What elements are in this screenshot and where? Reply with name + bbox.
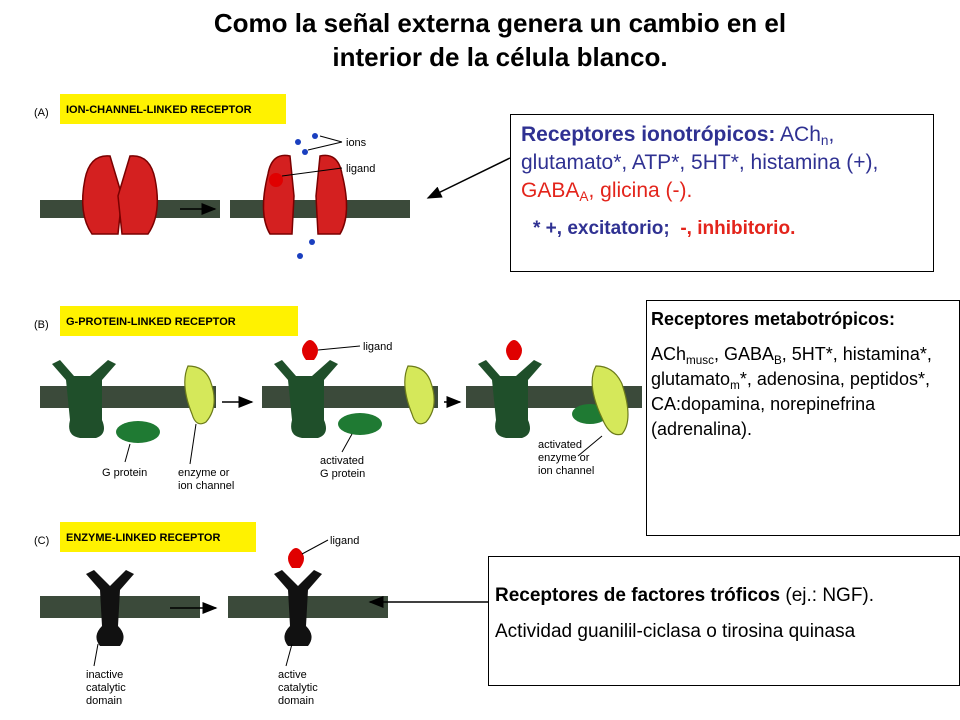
enzyme-pointer (189, 423, 197, 465)
ionotropic-ach: ACh (775, 123, 821, 146)
activated-e-label-1: activated (538, 439, 582, 451)
g-receptor-1 (52, 360, 116, 438)
ionotropic-glicina: , glicina (-). (588, 179, 693, 202)
ion-dot (312, 133, 318, 139)
ligand-label-a: ligand (346, 163, 375, 175)
slide-title-line-1: Como la señal externa genera un cambio e… (213, 8, 787, 38)
activated-e-label-2: enzyme or (538, 452, 590, 464)
active-label-1: active (278, 669, 307, 681)
note-excitatory: * +, excitatorio; (533, 218, 670, 239)
receptor-diagram: (A) ION-CHANNEL-LINKED RECEPTOR ions lig… (34, 94, 642, 707)
ion-channel-closed-left (81, 155, 123, 235)
ionotropic-text: Receptores ionotrópicos: AChn, glutamato… (521, 121, 923, 205)
enzyme-receptor-inactive (86, 570, 134, 646)
inactive-pointer (93, 643, 99, 667)
meta-glut-sub: m (730, 379, 740, 392)
panel-c-letter: (C) (34, 535, 49, 547)
enzyme-label-1: enzyme or (178, 467, 230, 479)
ligand-pointer-a (281, 167, 343, 177)
activated-e-label-3: ion channel (538, 465, 594, 477)
meta-list-2: *, adenosina, peptidos*, CA:dopamina, no… (651, 369, 930, 439)
ions-label: ions (346, 137, 367, 149)
ionotropic-gaba: GABA (521, 179, 580, 202)
enzyme-3 (591, 365, 629, 436)
ion-channel-closed-right (117, 155, 159, 235)
metabotropic-list: AChmusc, GABAB, 5HT*, histamina*, glutam… (651, 342, 955, 442)
ligand-label-c: ligand (330, 535, 359, 547)
slide-title: Como la señal externa genera un cambio e… (0, 6, 960, 74)
activated-g-pointer (341, 433, 353, 453)
inactive-label-1: inactive (86, 669, 123, 681)
note-inhibitory: -, inhibitorio. (680, 218, 796, 239)
pointer-arrow-iono (426, 157, 511, 199)
enzyme-1 (184, 365, 215, 425)
g-protein-1 (116, 421, 160, 443)
panel-a-ion-channel: (A) ION-CHANNEL-LINKED RECEPTOR ions lig… (34, 94, 410, 259)
panel-c-label: ENZYME-LINKED RECEPTOR (66, 532, 220, 544)
ionotropic-heading: Receptores ionotrópicos: (521, 123, 776, 146)
ligand-b2 (506, 340, 522, 360)
activated-e-pointer (577, 435, 603, 457)
ligand-label-b: ligand (363, 341, 392, 353)
trophic-heading: Receptores de factores tróficos (495, 585, 781, 606)
g-receptor-2 (274, 360, 338, 438)
ligand-a (269, 173, 283, 187)
trophic-example: (ej.: NGF). (780, 585, 875, 606)
ionotropic-box: Receptores ionotrópicos: AChn, glutamato… (510, 114, 934, 272)
g-receptor-3 (478, 360, 542, 438)
enzyme-label-2: ion channel (178, 480, 234, 492)
inactive-label-3: domain (86, 695, 122, 707)
g-protein-2 (338, 413, 382, 435)
meta-gaba-sub: B (773, 354, 782, 367)
ionotropic-note: * +, excitatorio; -, inhibitorio. (521, 215, 923, 243)
ions-pointer (319, 135, 343, 143)
membrane-c1 (40, 596, 200, 618)
panel-a-letter: (A) (34, 107, 49, 119)
panel-b-letter: (B) (34, 319, 49, 331)
panel-a-label: ION-CHANNEL-LINKED RECEPTOR (66, 104, 252, 116)
meta-list-1: , 5HT*, histamina*, glutamato (651, 344, 932, 389)
panel-c-enzyme: (C) ENZYME-LINKED RECEPTOR inactive cata… (34, 522, 388, 707)
membrane-c2 (228, 596, 388, 618)
ion-dot (295, 139, 301, 145)
trophic-line-1: Receptores de factores tróficos (ej.: NG… (495, 583, 953, 609)
ion-dot (302, 149, 308, 155)
panel-b-label-bg (60, 306, 298, 336)
ionotropic-ach-sub: n (820, 133, 829, 148)
active-pointer (285, 643, 293, 667)
panel-b-label: G-PROTEIN-LINKED RECEPTOR (66, 316, 236, 328)
ion-channel-open-right (315, 154, 348, 235)
inactive-label-2: catalytic (86, 682, 126, 694)
enzyme-receptor-active (274, 570, 322, 646)
ion-channel-open-left (262, 154, 295, 235)
panel-a-label-bg (60, 94, 286, 124)
panel-b-g-protein: (B) G-PROTEIN-LINKED RECEPTOR G protein … (34, 306, 642, 492)
slide-title-line-2: interior de la célula blanco. (332, 42, 668, 72)
ions-pointer (307, 141, 343, 151)
trophic-activity: Actividad guanilil-ciclasa o tirosina qu… (495, 621, 856, 642)
enzyme-2 (404, 365, 435, 425)
ligand-c (288, 548, 304, 568)
panel-c-label-bg (60, 522, 256, 552)
ligand-b1 (302, 340, 318, 360)
meta-ach-sub: musc (686, 354, 714, 367)
meta-gaba: , GABA (713, 344, 774, 364)
activated-g-label-2: G protein (320, 468, 365, 480)
ionotropic-gaba-sub: A (579, 189, 589, 204)
metabotropic-box: Receptores metabotrópicos: AChmusc, GABA… (646, 300, 960, 536)
active-label-3: domain (278, 695, 314, 707)
ligand-pointer-c (301, 539, 329, 555)
activated-g-label-1: activated (320, 455, 364, 467)
active-label-2: catalytic (278, 682, 318, 694)
ionotropic-list: , glutamato*, ATP*, 5HT*, histamina (+), (521, 123, 879, 174)
g-protein-label: G protein (102, 467, 147, 479)
metabotropic-heading: Receptores metabotrópicos: (651, 309, 896, 329)
meta-ach: ACh (651, 344, 687, 364)
ligand-pointer-b (317, 345, 361, 351)
g-protein-pointer (124, 443, 131, 463)
ion-dot (297, 253, 303, 259)
ion-dot (309, 239, 315, 245)
trophic-box: Receptores de factores tróficos (ej.: NG… (488, 556, 960, 686)
